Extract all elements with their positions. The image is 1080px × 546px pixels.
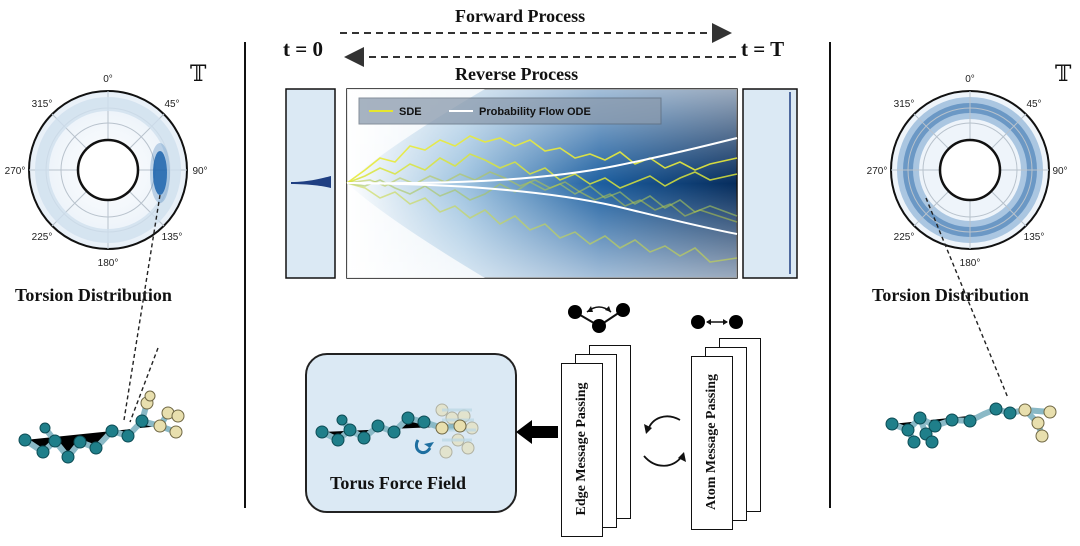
right-torsion-title: Torsion Distribution — [872, 285, 1029, 305]
torus-force-field-label: Torus Force Field — [330, 473, 466, 493]
left-tick-45: 45° — [164, 99, 179, 110]
legend-ode-label: Probability Flow ODE — [479, 106, 591, 118]
atom-message-passing-label: Atom Message Passing — [704, 373, 719, 511]
right-divider — [829, 42, 831, 508]
left-dashed-connector — [123, 194, 161, 421]
left-divider — [244, 42, 246, 508]
left-torsion-title: Torsion Distribution — [15, 285, 172, 305]
left-tick-180: 180° — [98, 258, 119, 269]
forward-process-label: Forward Process — [455, 6, 586, 26]
edge-message-passing-label: Edge Message Passing — [574, 382, 589, 516]
left-molecule — [18, 347, 185, 464]
edge-graph-icon — [568, 303, 630, 333]
output-arrow-icon — [516, 420, 558, 444]
atom-pair-icon — [691, 315, 743, 329]
diffusion-plot: SDE Probability Flow ODE — [285, 88, 798, 279]
right-tick-90: 90° — [1052, 166, 1067, 177]
left-tick-0: 0° — [103, 74, 113, 85]
left-torus-symbol: 𝕋 — [190, 62, 207, 87]
edge-stack-front — [561, 363, 603, 537]
right-tick-180: 180° — [960, 258, 981, 269]
left-tick-135: 135° — [162, 232, 183, 243]
right-polar-plot: 0° 45° 90° 135° 180° 225° 270° 315° — [867, 74, 1068, 269]
right-torus-symbol: 𝕋 — [1055, 62, 1072, 87]
right-tick-225: 225° — [894, 232, 915, 243]
left-tick-90: 90° — [192, 166, 207, 177]
right-tick-315: 315° — [894, 99, 915, 110]
t-end-label: t = T — [741, 37, 785, 61]
t-start-label: t = 0 — [283, 37, 323, 61]
right-tick-135: 135° — [1024, 232, 1045, 243]
reverse-process-label: Reverse Process — [455, 64, 579, 84]
atom-stack-front — [691, 356, 733, 530]
left-tick-315: 315° — [32, 99, 53, 110]
exchange-arrows-icon — [643, 415, 686, 467]
left-polar-plot: 0° 45° 90° 135° 180° 225° 270° 315° — [5, 74, 208, 269]
process-arrows — [340, 23, 736, 67]
right-tick-45: 45° — [1026, 99, 1041, 110]
rotation-arrow-icon — [415, 439, 432, 454]
right-tick-0: 0° — [965, 74, 975, 85]
left-tick-270: 270° — [5, 166, 26, 177]
right-tick-270: 270° — [867, 166, 888, 177]
right-molecule — [885, 402, 1057, 449]
legend-sde-label: SDE — [399, 106, 422, 118]
left-tick-225: 225° — [32, 232, 53, 243]
right-dashed-connector — [925, 197, 1009, 399]
force-field-molecule — [315, 403, 479, 459]
